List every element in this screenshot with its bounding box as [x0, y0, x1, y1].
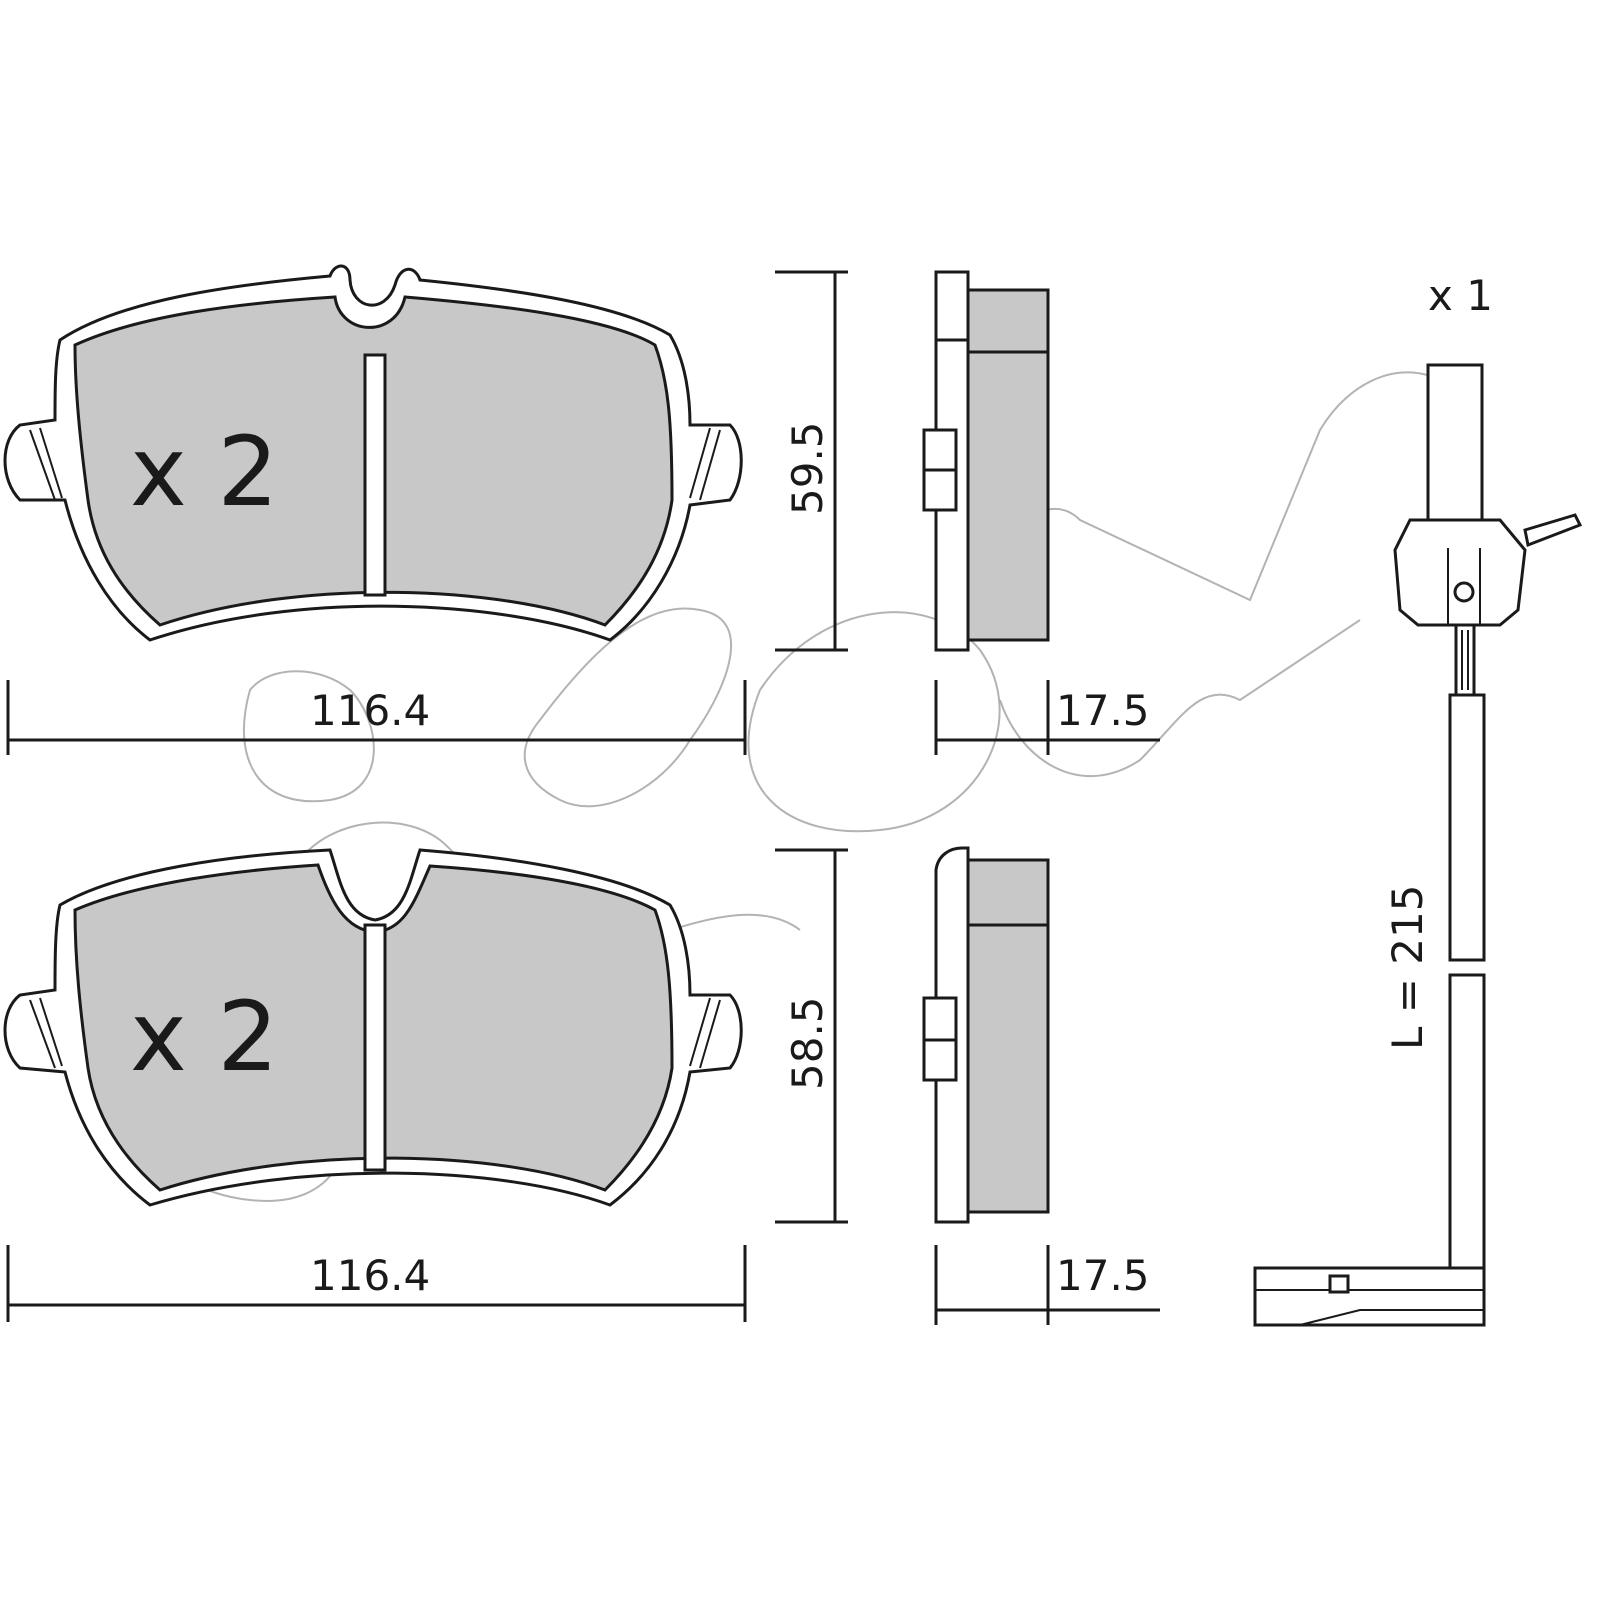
pad-top-thickness-dimension: 17.5 — [934, 680, 1160, 755]
pad-bottom-side-view — [922, 846, 1050, 1224]
pad-bottom-center-slot — [363, 923, 387, 1172]
pad-bottom-thickness-label: 17.5 — [1056, 1251, 1150, 1300]
sensor-housing — [1393, 518, 1527, 627]
sensor-probe — [1253, 1266, 1486, 1327]
pad-top-height-label: 59.5 — [783, 421, 832, 515]
pad-top-left-ear — [29, 427, 63, 501]
pad-top-front-view: x 2 — [3, 264, 743, 642]
pad-top-thickness-label: 17.5 — [1056, 686, 1150, 735]
sensor-cable-lower — [1448, 973, 1486, 1272]
pad-top-height-dimension: 59.5 — [775, 270, 848, 652]
pad-bottom-width-label: 116.4 — [310, 1251, 430, 1300]
sensor-cable-upper — [1448, 693, 1486, 962]
sensor-length-label: L = 215 — [1383, 885, 1432, 1050]
pad-bottom-left-ear — [29, 997, 63, 1069]
pad-top-right-ear — [689, 427, 721, 501]
sensor-cable-strain-relief — [1454, 623, 1476, 697]
sensor-clip — [1523, 513, 1583, 548]
wear-sensor: x 1 L = 215 — [1253, 271, 1583, 1327]
pad-bottom-right-ear — [689, 997, 721, 1069]
sensor-quantity: x 1 — [1428, 271, 1493, 320]
sensor-connector — [1426, 363, 1484, 522]
pad-top-width-label: 116.4 — [310, 686, 430, 735]
pad-top-side-view — [922, 270, 1050, 652]
pad-bottom-width-dimension: 116.4 — [6, 1245, 747, 1322]
pad-bottom-thickness-dimension: 17.5 — [934, 1245, 1160, 1325]
pad-bottom-quantity: x 2 — [130, 981, 278, 1093]
pad-top-width-dimension: 116.4 — [6, 680, 747, 755]
pad-bottom-height-dimension: 58.5 — [775, 848, 848, 1224]
pad-bottom-front-view: x 2 — [3, 848, 743, 1207]
pad-bottom-height-label: 58.5 — [783, 996, 832, 1090]
pad-top-center-slot — [363, 353, 387, 597]
pad-top-quantity: x 2 — [130, 416, 278, 528]
